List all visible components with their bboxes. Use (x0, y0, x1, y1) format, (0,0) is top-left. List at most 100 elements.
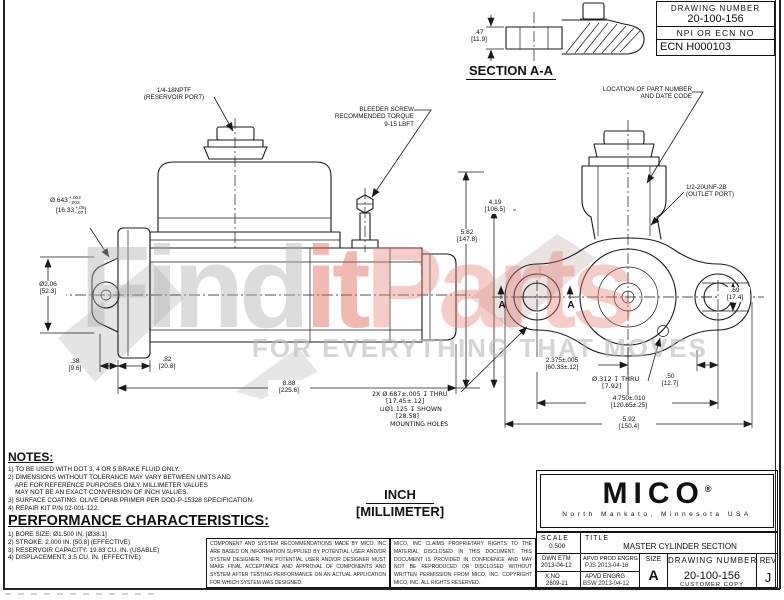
ecn-drawing-number-label: DRAWING NUMBER (670, 4, 761, 13)
title-label: TITLE (585, 535, 610, 542)
dim-419-in: 4.19 (488, 199, 502, 206)
dim-82-in: .82 (162, 356, 172, 363)
title-block: SCALE 0.500 TITLE MASTER CYLINDER SECTIO… (536, 532, 778, 589)
xno-value: 2609-21 (546, 581, 569, 587)
dim-888-mm: [225.6] (279, 387, 299, 395)
callout-mount-line4: [28.58] (396, 413, 419, 421)
dim-50-in: .50 (665, 373, 675, 380)
section-arrow-label-a2: A (567, 300, 575, 311)
hatch-lines (565, 22, 641, 54)
units-millimeter: [MILLIMETER] (355, 504, 445, 519)
notes-heading: NOTES: (8, 450, 54, 464)
dim-643-main: Ø.643 (50, 197, 68, 205)
dim-69-in: .69 (730, 287, 740, 294)
dim-206-mm: [52.3] (39, 288, 57, 296)
dim-582-in: 5.82 (460, 229, 474, 236)
dim-2375-mm: [60.33±.12] (545, 364, 579, 372)
dim-047: .47 [11.9] (464, 29, 494, 44)
dim-69: .69 [17.4] (720, 287, 750, 302)
units-note: INCH [MILLIMETER] (338, 486, 462, 519)
ecn-npi-label: NPI OR ECN NO (676, 28, 755, 38)
title-value: MASTER CYLINDER SECTION (623, 542, 737, 551)
size-value: A (648, 567, 659, 583)
dwn-label: DWN ETM (542, 556, 571, 562)
callout-partnum-line2: AND DATE CODE (640, 93, 692, 101)
tb-drawing-number: 20-100-156 (683, 570, 741, 582)
ecn-drawing-number: 20-100-156 (687, 13, 744, 25)
dim-888-in: 8.88 (282, 380, 296, 387)
dim-643-minus: -.003 (68, 201, 80, 207)
ecn-table: DRAWING NUMBER 20-100-156 NPI OR ECN NO … (656, 1, 775, 56)
dim-2375-in: 2.375±.005 (545, 357, 579, 364)
callout-mount-line2: [17.45±.12] (386, 398, 425, 406)
callout-bleeder-line2: RECOMMENDED TORQUE (334, 113, 414, 121)
rev-label: REV (759, 556, 777, 565)
dim-592: 5.92 [150.4] (602, 416, 656, 431)
callout-bleeder-screw: BLEEDER SCREW RECOMMENDED TORQUE 9-15 LB… (322, 106, 414, 128)
performance-heading: PERFORMANCE CHARACTERISTICS: (8, 513, 269, 529)
dim-82-mm: [20.8] (158, 363, 176, 371)
dim-582-mm: [147.8] (457, 236, 477, 244)
centerlines (56, 12, 764, 375)
dim-206-in: Ø2.06 (39, 281, 57, 288)
scale-value: 0.500 (549, 543, 566, 550)
dim-82: .82 [20.8] (152, 356, 182, 371)
dim-38-in: .38 (70, 358, 80, 365)
notes-section: NOTES: 1) TO BE USED WITH DOT 3, 4 OR 5 … (8, 450, 254, 513)
dim-643-mm-close: ] (84, 207, 87, 215)
callout-outlet-line1: 1/2-20UNF-2B (686, 184, 727, 191)
mico-logo-text: MICO (602, 477, 705, 510)
callout-bleeder-line3: 9-15 LBFT (384, 120, 414, 128)
callout-outlet-port: 1/2-20UNF-2B (OUTLET PORT) (686, 184, 766, 199)
callout-reservoir-port: 1/4-18NPTF (RESERVOIR PORT) (134, 87, 214, 102)
notes-line: ARE FOR REFERENCE PURPOSES ONLY. MILLIME… (8, 481, 208, 489)
dim-2375: 2.375±.005 [60.33±.12] (526, 357, 598, 372)
notes-line: 4) REPAIR KIT P/N 02-001-122. (8, 505, 100, 513)
end-view (504, 130, 752, 357)
page-border-bottom (3, 588, 780, 590)
dim-38: .38 [9.6] (60, 358, 90, 373)
apvd-engrg-value: BSW 2013-04-12 (583, 581, 630, 587)
dim-206: Ø2.06 [52.3] (30, 281, 66, 296)
section-arrow-label-a1: A (498, 300, 506, 311)
dim-582: 5.82 [147.8] (450, 229, 484, 244)
apvd-engrg-label: APVD ENGRG (585, 574, 626, 580)
page-border-right-inner (775, 0, 776, 589)
dim-047-mm: [11.9] (471, 36, 487, 44)
dim-592-mm: [150.4] (619, 423, 639, 431)
callout-outlet-line2: (OUTLET PORT) (686, 191, 735, 199)
leader-lines (89, 91, 704, 393)
size-label: SIZE (645, 556, 662, 563)
ecn-value: ECN H000103 (660, 41, 731, 53)
dim-312-mm: [7.92] (602, 382, 622, 391)
watermark-swoosh-shapes (58, 234, 596, 399)
callout-mounting-holes: 2X Ø.687±.005 ↧ THRU [17.45±.12] ⊔Ø1.125… (372, 391, 448, 428)
dim-4750: 4.750±.010 [120.65±.25] (586, 395, 672, 410)
disclaimer-left: COMPONENT AND SYSTEM RECOMMENDATIONS MAD… (206, 538, 390, 588)
registered-mark: ® (704, 484, 712, 494)
rev-value: J (764, 570, 772, 585)
disclaimer-right: MICO, INC CLAIMS PROPRIETARY RIGHTS TO T… (390, 538, 536, 588)
dim-312: Ø.312 ↧ THRU [7.92] (592, 375, 666, 391)
dim-643-mm-minus: -.07 (75, 211, 84, 217)
units-inch: INCH (366, 487, 434, 504)
performance-line: 3) RESERVOIR CAPACITY: 19.83 CU. IN. (US… (8, 546, 160, 554)
side-view (91, 126, 457, 359)
section-a-a-detail (505, 2, 645, 55)
dim-047-in: .47 (474, 29, 484, 36)
performance-section: PERFORMANCE CHARACTERISTICS: 1) BORE SIZ… (8, 513, 269, 562)
callout-reservoir-line2: (RESERVOIR PORT) (143, 94, 205, 102)
notes-line: 1) TO BE USED WITH DOT 3, 4 OR 5 BRAKE F… (8, 466, 180, 473)
notes-line: 3) SURFACE COATING: OLIVE DRAB PRIMER PE… (8, 497, 254, 505)
page-border-left (3, 0, 5, 589)
notes-line: MAY NOT BE AN EXACT CONVERSION OF INCH V… (8, 489, 189, 497)
callout-mount-line3: ⊔Ø1.125 ↧ SHOWN (380, 405, 442, 413)
dim-643-mm: [16.33 (56, 207, 75, 215)
mico-logo: MICO® (541, 479, 773, 509)
copy-type: CUSTOMER COPY (679, 582, 745, 588)
logo-box: MICO® North Mankato, Minnesota USA (536, 470, 778, 532)
dim-888: 8.88 [225.6] (268, 380, 310, 395)
callout-part-number-location: LOCATION OF PART NUMBER AND DATE CODE (586, 86, 692, 101)
dim-643-plus: +.002 (68, 196, 81, 201)
